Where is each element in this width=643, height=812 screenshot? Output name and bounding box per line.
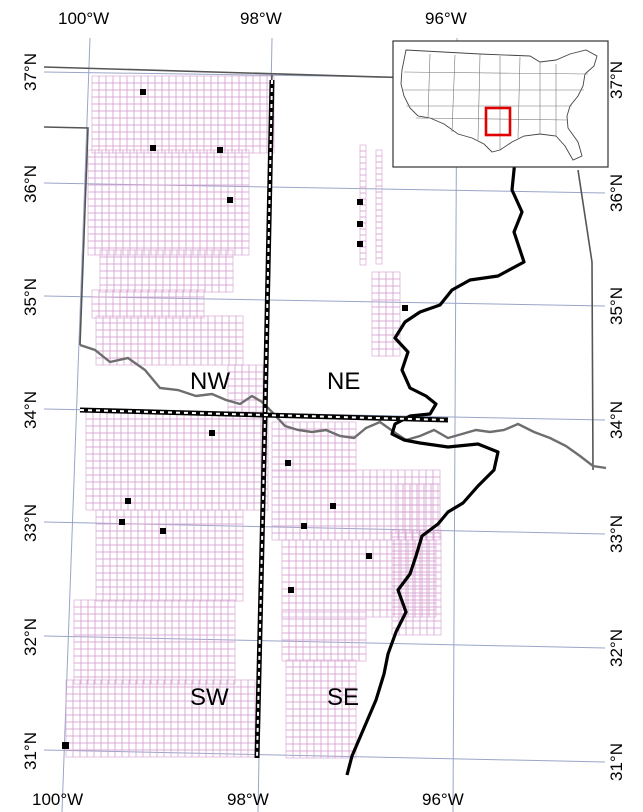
axis-left: 37°N 36°N 35°N 34°N 33°N 32°N 31°N	[21, 53, 40, 770]
station-marker	[125, 498, 131, 504]
grid-cell-block	[281, 611, 367, 662]
axis-bottom-label: 96°W	[422, 790, 464, 809]
grid-cell-block	[359, 144, 367, 266]
inset-frame	[392, 40, 609, 168]
station-marker	[150, 145, 156, 151]
grid-cell-block	[91, 289, 205, 319]
graticule-31n	[43, 749, 606, 763]
axis-bottom-label: 98°W	[227, 790, 269, 809]
region-label-se: SE	[327, 684, 359, 711]
station-marker	[402, 305, 408, 311]
study-area-highlight	[484, 106, 512, 137]
axis-left-label: 34°N	[21, 391, 40, 429]
grid-cell-block	[285, 659, 357, 759]
axis-right-label: 33°N	[607, 515, 626, 553]
axis-left-label: 36°N	[21, 165, 40, 203]
axis-bottom-label: 100°W	[32, 790, 83, 809]
axis-top-label: 98°W	[240, 9, 282, 28]
axis-right-label: 37°N	[607, 61, 626, 99]
region-label-ne: NE	[327, 368, 360, 395]
axis-left-label: 33°N	[21, 504, 40, 542]
axis-right-label: 32°N	[607, 629, 626, 667]
station-marker	[140, 89, 146, 95]
inset-state-lines	[403, 53, 589, 150]
station-marker	[119, 519, 125, 525]
grid-cell-block	[87, 149, 250, 256]
grid-cell-block	[91, 75, 275, 154]
station-marker	[62, 742, 69, 749]
grid-cell-block	[65, 679, 256, 758]
grid-cell-block	[95, 509, 244, 602]
station-marker	[357, 241, 363, 247]
axis-right-label: 34°N	[607, 401, 626, 439]
station-marker	[330, 503, 336, 509]
station-marker	[301, 523, 307, 529]
station-markers	[62, 89, 408, 749]
axis-left-label: 37°N	[21, 53, 40, 91]
station-marker	[217, 147, 223, 153]
station-marker	[285, 460, 291, 466]
grid-cell-block	[85, 411, 269, 511]
axis-top: 100°W 98°W 96°W	[58, 9, 467, 28]
inset-map	[392, 40, 609, 168]
axis-bottom: 100°W 98°W 96°W	[32, 790, 464, 809]
region-label-nw: NW	[190, 368, 230, 395]
axis-right-label: 31°N	[607, 743, 626, 781]
grid-cell-block	[73, 599, 236, 685]
axis-left-label: 31°N	[21, 732, 40, 770]
region-dividers	[79, 79, 449, 759]
region-label-sw: SW	[190, 684, 229, 711]
grid-cell-block	[371, 271, 401, 357]
station-marker	[209, 430, 215, 436]
axis-left-label: 35°N	[21, 278, 40, 316]
graticule-36n	[43, 182, 606, 194]
grid-cell-block	[281, 539, 437, 618]
axis-top-label: 96°W	[425, 9, 467, 28]
axis-right-label: 36°N	[607, 174, 626, 212]
grid-cell-block	[395, 483, 439, 534]
graticule-32n	[43, 635, 606, 649]
divider-horizontal-dash	[79, 409, 449, 421]
model-grid-cells	[65, 75, 442, 759]
axis-left-label: 32°N	[21, 618, 40, 656]
grid-cell-block	[227, 364, 264, 415]
station-marker	[366, 553, 372, 559]
state-border-panhandle	[43, 126, 89, 346]
station-marker	[160, 528, 166, 534]
station-marker	[357, 221, 363, 227]
state-border-east	[577, 169, 594, 471]
grid-cell-block	[99, 249, 234, 293]
station-marker	[288, 587, 294, 593]
grid-cell-block	[95, 315, 244, 366]
black-river	[345, 149, 526, 776]
axis-right: 37°N 36°N 35°N 34°N 33°N 32°N 31°N	[607, 61, 626, 781]
grid-cell-block	[271, 421, 357, 472]
station-marker	[227, 197, 233, 203]
graticule-35n	[43, 295, 606, 307]
axis-right-label: 35°N	[607, 287, 626, 325]
station-marker	[357, 199, 363, 205]
red-river	[79, 343, 607, 470]
divider-vertical-dash	[256, 79, 273, 759]
grid-cell-block	[391, 529, 442, 636]
axis-top-label: 100°W	[58, 9, 109, 28]
grid-cell-block	[375, 149, 383, 265]
graticule-100w	[61, 37, 91, 812]
